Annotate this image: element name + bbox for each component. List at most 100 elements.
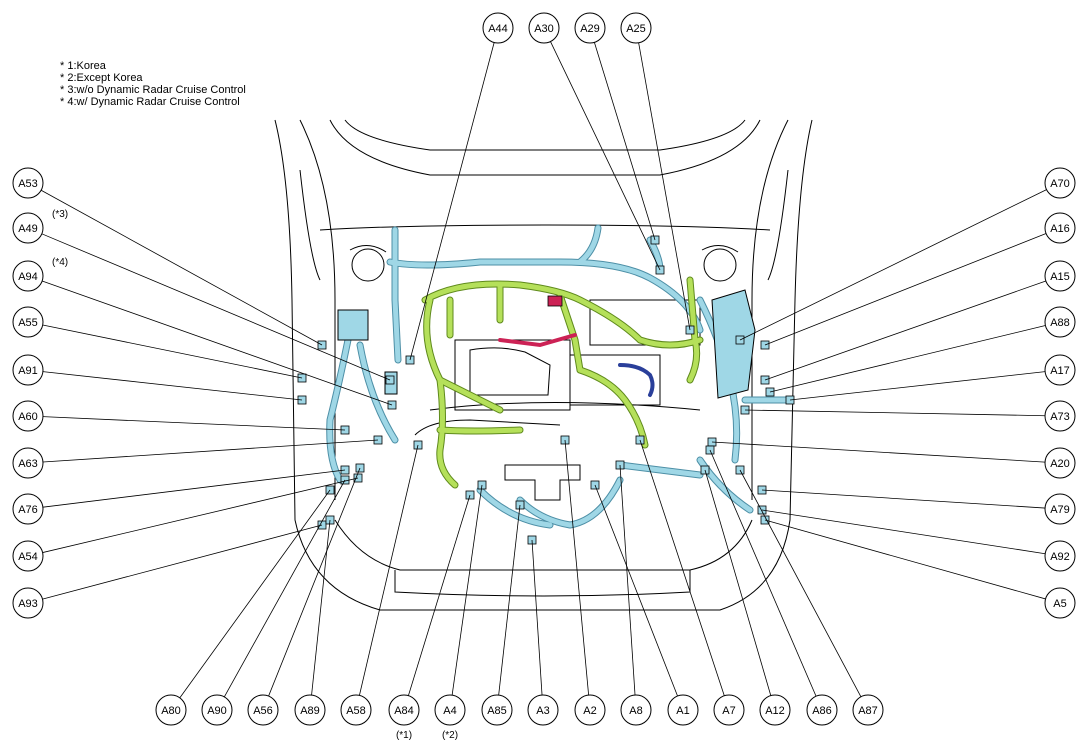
callout-label: A63 xyxy=(18,458,38,470)
engine-room-relay-block xyxy=(337,309,369,341)
callout-circle xyxy=(574,694,606,726)
callout-a84[interactable]: A84(*1) xyxy=(388,694,420,741)
callout-label: A7 xyxy=(722,705,735,717)
callout-a92[interactable]: A92 xyxy=(1044,540,1076,572)
leader-line-a12 xyxy=(704,469,772,696)
footnote-2: * 2:Except Korea xyxy=(60,72,143,84)
callout-a79[interactable]: A79 xyxy=(1044,493,1076,525)
callout-a91[interactable]: A91 xyxy=(12,354,44,386)
footnote-4: * 4:w/ Dynamic Radar Cruise Control xyxy=(60,96,240,108)
leader-line-a44 xyxy=(409,42,495,361)
callout-circle xyxy=(1044,260,1076,292)
callout-label: A93 xyxy=(18,598,38,610)
callout-label: A1 xyxy=(676,705,689,717)
leader-line-a7 xyxy=(639,439,725,696)
callout-a8[interactable]: A8 xyxy=(620,694,652,726)
callout-a89[interactable]: A89 xyxy=(294,694,326,726)
callout-a4[interactable]: A4(*2) xyxy=(434,694,466,741)
callout-a76[interactable]: A76 xyxy=(12,493,44,525)
callout-a94[interactable]: A94(*4) xyxy=(12,257,68,292)
callout-a3[interactable]: A3 xyxy=(527,694,559,726)
callout-label: A88 xyxy=(1050,317,1070,329)
callout-circle xyxy=(1044,447,1076,479)
callout-circle xyxy=(294,694,326,726)
callout-a53[interactable]: A53 xyxy=(12,167,44,199)
sensor-sub-harness xyxy=(618,363,655,397)
callout-a12[interactable]: A12 xyxy=(759,694,791,726)
callout-circle xyxy=(1044,212,1076,244)
callout-circle xyxy=(12,354,44,386)
callout-a29[interactable]: A29 xyxy=(574,12,606,44)
callout-label: A55 xyxy=(18,317,38,329)
callout-a2[interactable]: A2 xyxy=(574,694,606,726)
callout-a54[interactable]: A54 xyxy=(12,540,44,572)
callout-label: A8 xyxy=(629,705,642,717)
leader-line-a73 xyxy=(744,409,1046,417)
callout-a90[interactable]: A90 xyxy=(201,694,233,726)
callout-a63[interactable]: A63 xyxy=(12,447,44,479)
callout-a49[interactable]: A49(*3) xyxy=(12,209,68,244)
leader-line-a70 xyxy=(739,189,1047,341)
callout-circle xyxy=(528,12,560,44)
callout-circle xyxy=(12,400,44,432)
callout-a60[interactable]: A60 xyxy=(12,400,44,432)
callout-a73[interactable]: A73 xyxy=(1044,400,1076,432)
leader-lines xyxy=(40,41,1047,699)
leader-line-a60 xyxy=(42,416,346,431)
callout-label: A73 xyxy=(1050,411,1070,423)
callout-a58[interactable]: A58 xyxy=(340,694,372,726)
callout-label: A54 xyxy=(18,551,38,563)
callout-label: A20 xyxy=(1050,458,1070,470)
callout-label: A79 xyxy=(1050,504,1070,516)
callout-circle xyxy=(1044,400,1076,432)
ecu-box xyxy=(711,289,756,399)
leader-line-a63 xyxy=(42,439,379,463)
callout-a20[interactable]: A20 xyxy=(1044,447,1076,479)
leader-line-a17 xyxy=(789,371,1046,401)
callout-a44[interactable]: A44 xyxy=(482,12,514,44)
callout-a16[interactable]: A16 xyxy=(1044,212,1076,244)
callout-a1[interactable]: A1 xyxy=(667,694,699,726)
callout-a93[interactable]: A93 xyxy=(12,587,44,619)
callout-a17[interactable]: A17 xyxy=(1044,354,1076,386)
callout-a7[interactable]: A7 xyxy=(713,694,745,726)
callout-label: A87 xyxy=(858,705,878,717)
leader-line-a93 xyxy=(42,524,323,600)
callout-a70[interactable]: A70 xyxy=(1044,167,1076,199)
callout-a87[interactable]: A87 xyxy=(852,694,884,726)
leader-line-a5 xyxy=(764,519,1046,600)
callout-a86[interactable]: A86 xyxy=(806,694,838,726)
callout-label: A15 xyxy=(1050,271,1070,283)
callout-a80[interactable]: A80 xyxy=(155,694,187,726)
callout-a88[interactable]: A88 xyxy=(1044,306,1076,338)
callout-a15[interactable]: A15 xyxy=(1044,260,1076,292)
callout-label: A70 xyxy=(1050,178,1070,190)
callout-circle xyxy=(12,587,44,619)
leader-line-a85 xyxy=(498,504,521,696)
callout-label: A91 xyxy=(18,365,38,377)
leader-line-a94 xyxy=(42,280,393,406)
callout-circle xyxy=(806,694,838,726)
leader-line-a90 xyxy=(223,479,346,698)
leader-line-a3 xyxy=(531,539,543,696)
callout-circle xyxy=(434,694,466,726)
callout-label: A25 xyxy=(626,23,646,35)
callout-a56[interactable]: A56 xyxy=(247,694,279,726)
callout-a30[interactable]: A30 xyxy=(528,12,560,44)
leader-line-a15 xyxy=(764,280,1046,381)
leader-line-a4 xyxy=(451,484,483,696)
callout-circle xyxy=(12,260,44,292)
leader-line-a55 xyxy=(42,324,303,379)
callout-circle xyxy=(527,694,559,726)
callout-label: A53 xyxy=(18,178,38,190)
callout-a25[interactable]: A25 xyxy=(620,12,652,44)
callout-circle xyxy=(1044,587,1076,619)
callout-circle xyxy=(1044,306,1076,338)
callout-circle xyxy=(667,694,699,726)
callout-circle xyxy=(574,12,606,44)
callout-label: A12 xyxy=(765,705,785,717)
callout-a85[interactable]: A85 xyxy=(481,694,513,726)
callout-a5[interactable]: A5 xyxy=(1044,587,1076,619)
callout-a55[interactable]: A55 xyxy=(12,306,44,338)
